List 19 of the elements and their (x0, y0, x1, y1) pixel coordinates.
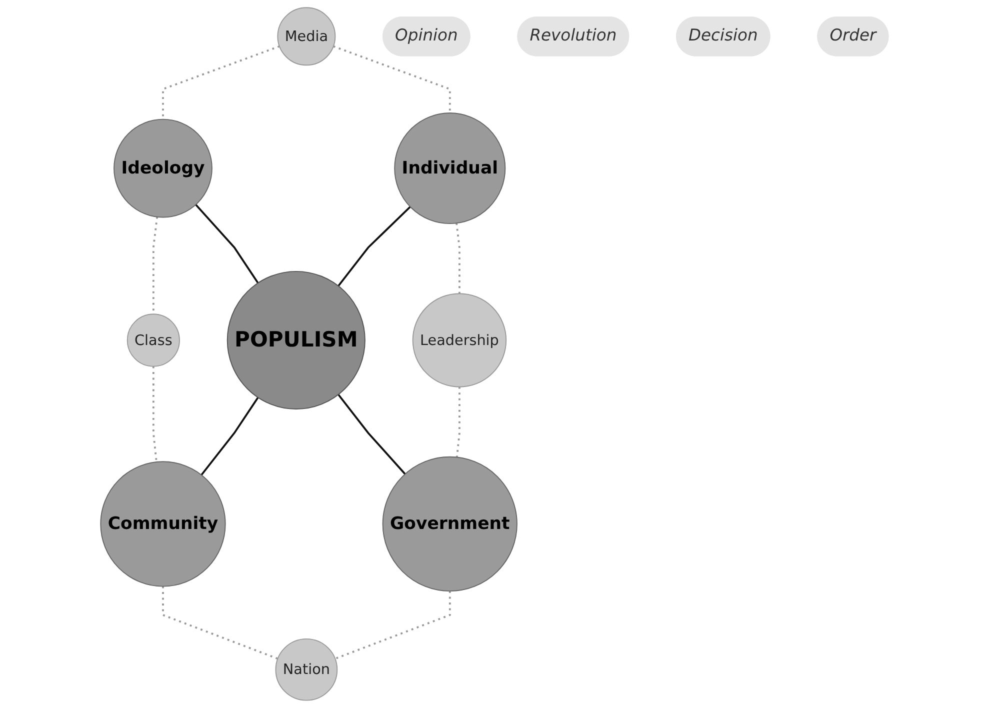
node-circle: Individual (394, 112, 506, 224)
connector (162, 586, 278, 660)
connector (456, 386, 460, 458)
connector (195, 204, 259, 284)
node-circle: Community (100, 461, 226, 587)
node-circle: Media (277, 7, 336, 66)
connector (152, 366, 158, 462)
node-circle: POPULISM (226, 270, 366, 410)
node-circle: Class (126, 314, 180, 367)
node-circle: Nation (275, 638, 338, 701)
connector (456, 223, 460, 294)
node-circle: Government (382, 456, 518, 592)
connector (334, 591, 451, 660)
connector (338, 206, 411, 286)
connector (200, 396, 259, 476)
connector (333, 45, 451, 113)
connector (338, 394, 406, 475)
node-circle: Ideology (114, 118, 212, 218)
node-circle: Leadership (412, 293, 507, 388)
